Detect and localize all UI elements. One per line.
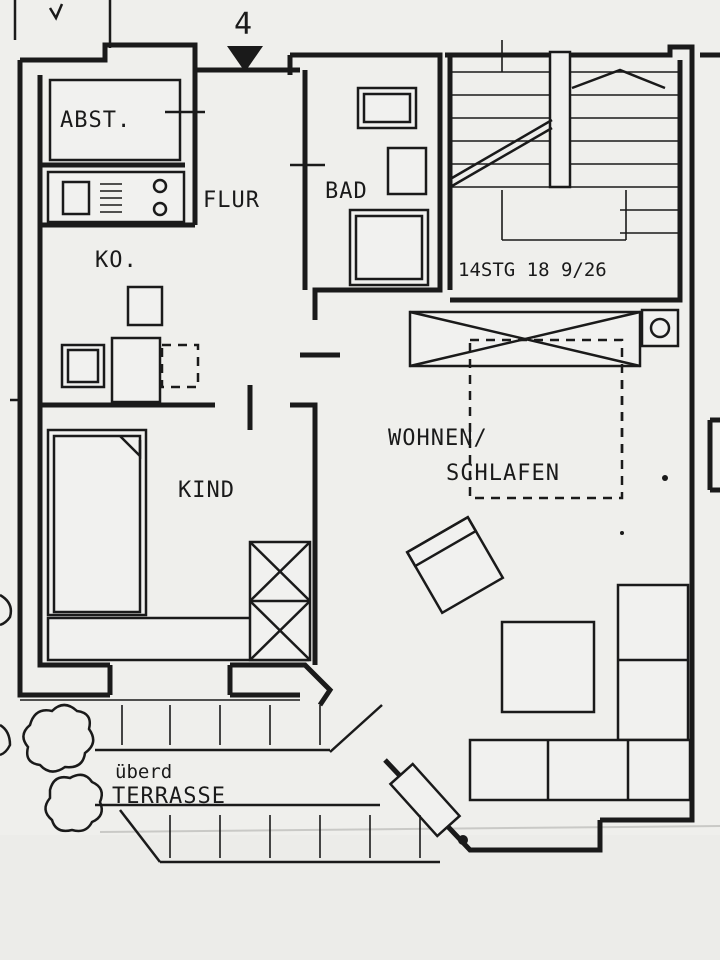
room-label-living-1: WOHNEN/ xyxy=(388,426,488,451)
unit-number: 4 xyxy=(234,7,252,42)
shrub-icon xyxy=(0,593,103,833)
terrace-step xyxy=(388,762,462,838)
room-label-hallway: FLUR xyxy=(203,188,260,213)
wardrobe xyxy=(408,308,680,368)
entrance-arrow-icon xyxy=(227,46,263,72)
room-label-kitchen: KO. xyxy=(95,248,138,273)
wardrobe-child xyxy=(248,540,312,662)
staircase xyxy=(451,40,678,241)
armchair xyxy=(405,515,505,615)
exterior-walls xyxy=(17,42,695,853)
room-label-living-2: SCHLAFEN xyxy=(446,461,560,486)
edge-fragments xyxy=(10,0,720,535)
terrace-label-2: TERRASSE xyxy=(112,784,226,809)
terrace-label-1: überd xyxy=(115,761,172,783)
dining-set xyxy=(60,285,200,404)
kitchen-counter xyxy=(46,170,186,224)
bathroom-fixtures xyxy=(348,86,430,287)
paper-fold xyxy=(99,825,720,833)
room-label-bathroom: BAD xyxy=(325,179,368,204)
sofa xyxy=(468,583,692,802)
terrace-door-mark xyxy=(329,704,383,753)
interior-walls xyxy=(37,55,453,665)
bed xyxy=(46,428,148,617)
terrace xyxy=(20,699,440,864)
coffee-table xyxy=(500,620,596,714)
room-label-child: KIND xyxy=(178,478,235,503)
room-label-storage: ABST. xyxy=(60,108,131,133)
storage-room-box xyxy=(48,78,182,162)
door-hinge-dot xyxy=(458,835,468,845)
stairs-label: 14STG 18 9/26 xyxy=(458,259,607,281)
